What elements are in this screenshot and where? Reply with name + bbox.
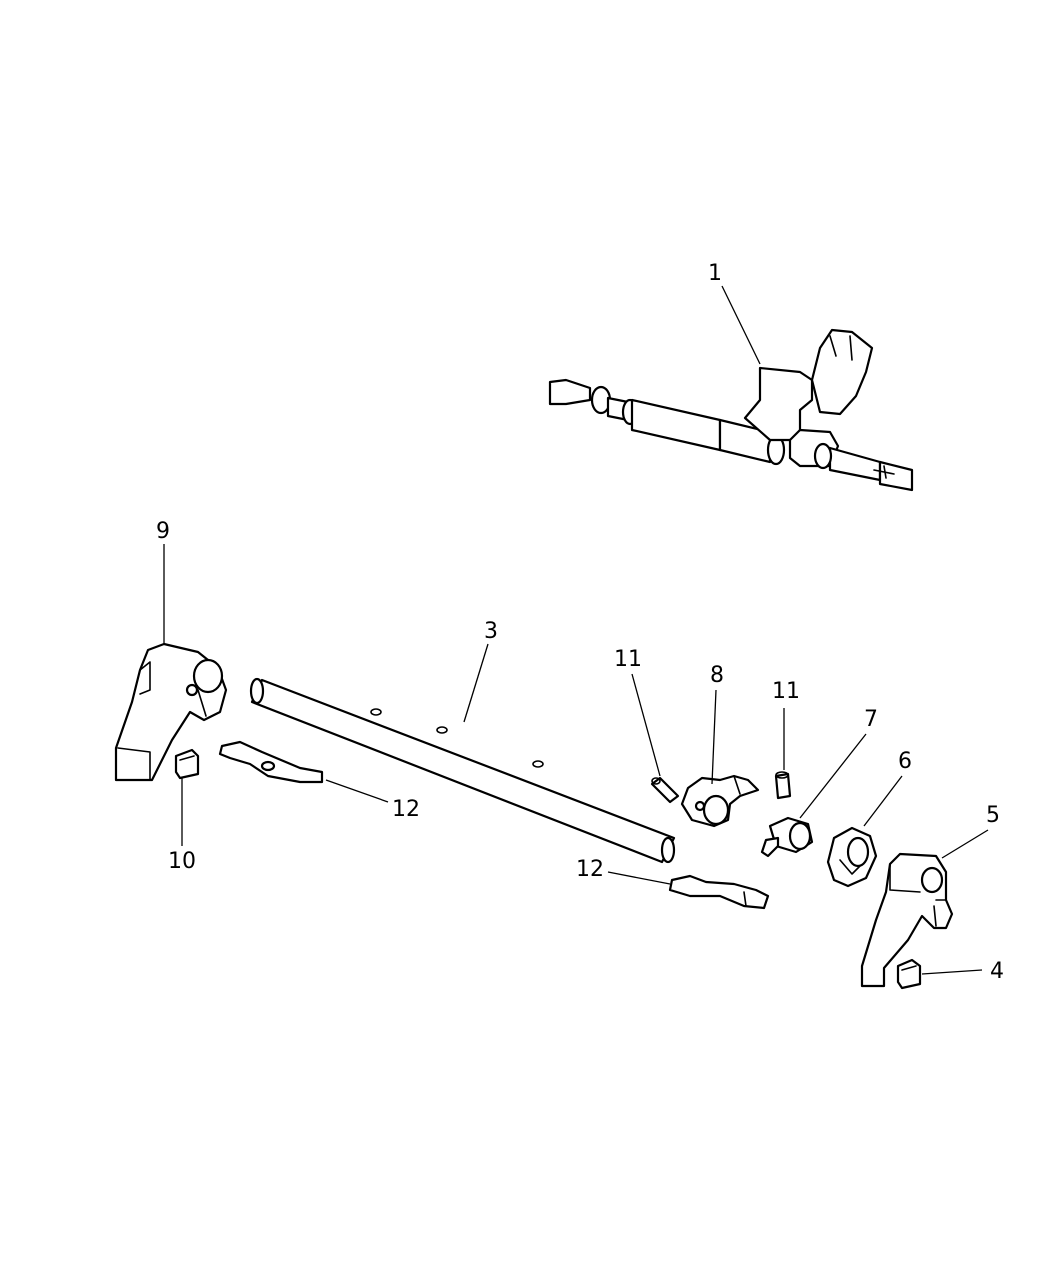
part-7-collar: [760, 816, 814, 858]
leader-6: [863, 775, 903, 827]
leader-12-right: [607, 871, 671, 885]
callout-5: 5: [986, 803, 1000, 828]
part-4-pad: [896, 958, 922, 990]
part-11-roll-pin-left: [650, 776, 680, 804]
callout-8: 8: [710, 663, 724, 688]
part-12-interlock-left: [218, 740, 324, 784]
callout-6: 6: [898, 749, 912, 774]
callout-9: 9: [156, 519, 170, 544]
part-3-shift-rail: [249, 677, 676, 864]
part-5-shift-fork: [860, 852, 954, 988]
leader-1: [721, 285, 761, 365]
leader-12-left: [325, 779, 389, 803]
part-9-shift-fork: [114, 642, 228, 782]
leader-3: [463, 643, 489, 723]
part-6-block: [826, 826, 878, 888]
leader-7: [799, 733, 867, 819]
callout-12-right: 12: [576, 857, 604, 882]
leader-8: [711, 689, 717, 785]
part-11-roll-pin-right: [774, 771, 792, 800]
callout-1: 1: [708, 261, 722, 286]
part-1-shift-rail-assembly: [548, 328, 914, 492]
part-8-shift-block: [680, 774, 760, 828]
callout-12-left: 12: [392, 797, 420, 822]
part-12-interlock-right: [668, 874, 770, 910]
leader-4: [921, 969, 983, 975]
leader-11-left: [631, 673, 661, 777]
leader-5: [941, 829, 989, 859]
part-10-pad: [174, 748, 200, 780]
callout-10: 10: [168, 849, 196, 874]
callout-11-right: 11: [772, 679, 800, 704]
callout-3: 3: [484, 619, 498, 644]
callout-11-left: 11: [614, 647, 642, 672]
leader-lines: [163, 285, 989, 975]
callout-4: 4: [990, 959, 1004, 984]
callout-labels: 1 9 3 11 8 11 7 6 5 4 10 12 12: [156, 261, 1004, 984]
callout-7: 7: [864, 707, 878, 732]
